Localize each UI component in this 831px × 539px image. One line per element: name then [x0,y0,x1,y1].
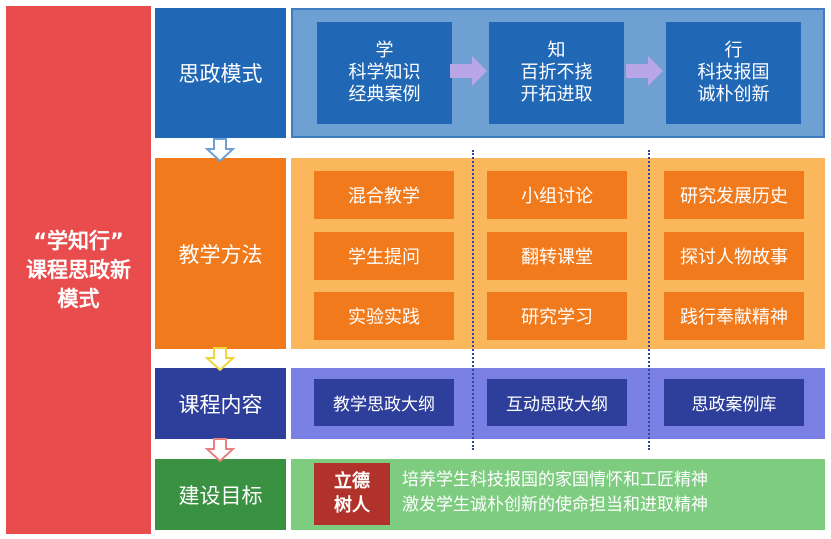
content-item: 教学思政大纲 [314,379,454,426]
stage-line: 诚朴创新 [697,84,770,105]
title-line-1: “学知行” [33,228,124,253]
goal-line: 激发学生诚朴创新的使命担当和进取精神 [402,495,708,515]
stage-know: 知 百折不挠 开拓进取 [489,22,624,124]
content-item: 互动思政大纲 [487,379,627,426]
stage-line: 科学知识 [348,62,421,83]
column-divider [648,150,650,450]
category-teaching-method: 教学方法 [155,158,286,349]
stage-line: 经典案例 [348,84,421,105]
category-course-content: 课程内容 [155,368,286,439]
title-line-3: 模式 [57,286,100,311]
stage-line: 科技报国 [697,62,770,83]
right-arrow-icon [450,56,487,86]
down-arrow-icon [205,138,235,162]
category-construction-goal: 建设目标 [155,459,286,530]
stage-title: 行 [724,40,743,61]
down-arrow-icon [205,347,235,371]
goal-badge: 立德 树人 [314,463,390,525]
goal-description: 培养学生科技报国的家国情怀和工匠精神 激发学生诚朴创新的使命担当和进取精神 [402,468,708,518]
right-arrow-icon [626,56,663,86]
method-item: 研究发展历史 [664,171,804,219]
goal-badge-line: 立德 [334,471,370,492]
title-line-2: 课程思政新 [26,257,131,282]
category-ideology-model: 思政模式 [155,8,286,138]
title-panel: “学知行” 课程思政新 模式 [6,6,151,534]
stage-line: 百折不挠 [520,62,593,83]
method-item: 学生提问 [314,232,454,280]
method-item: 实验实践 [314,292,454,340]
method-item: 混合教学 [314,171,454,219]
goal-badge-line: 树人 [334,495,370,516]
content-item: 思政案例库 [664,379,804,426]
method-item: 小组讨论 [487,171,627,219]
stage-title: 学 [375,40,394,61]
stage-learn: 学 科学知识 经典案例 [317,22,452,124]
goal-line: 培养学生科技报国的家国情怀和工匠精神 [402,470,708,490]
method-item: 翻转课堂 [487,232,627,280]
stage-act: 行 科技报国 诚朴创新 [666,22,801,124]
method-item: 践行奉献精神 [664,292,804,340]
column-divider [472,150,474,450]
stage-title: 知 [547,40,566,61]
down-arrow-icon [205,438,235,462]
stage-line: 开拓进取 [520,84,593,105]
method-item: 探讨人物故事 [664,232,804,280]
method-item: 研究学习 [487,292,627,340]
